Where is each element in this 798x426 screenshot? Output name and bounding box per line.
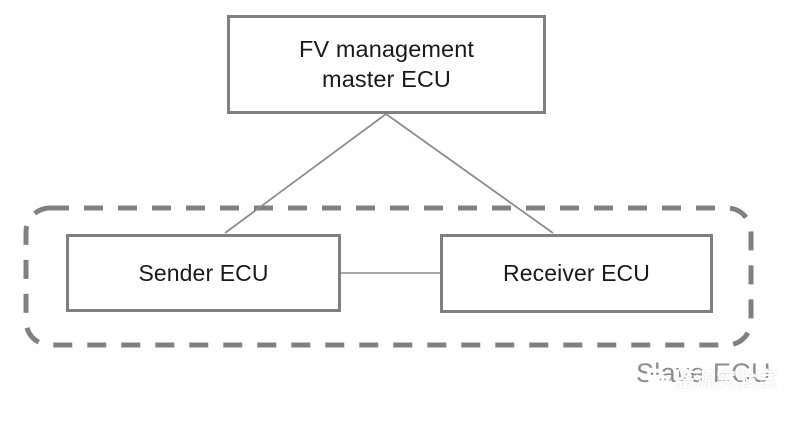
edge-master-to-receiver: [385, 113, 554, 234]
node-fv-management-master-ecu[interactable]: FV management master ECU: [227, 15, 546, 114]
node-label-sender: Sender ECU: [138, 259, 269, 286]
node-receiver-ecu[interactable]: Receiver ECU: [440, 234, 713, 313]
node-label-receiver: Receiver ECU: [503, 260, 650, 287]
node-sender-ecu[interactable]: Sender ECU: [66, 234, 341, 312]
slave-ecu-group-caption: Slave ECU: [636, 358, 771, 388]
node-label-master: FV management master ECU: [298, 36, 475, 92]
edge-master-to-sender: [224, 113, 387, 234]
